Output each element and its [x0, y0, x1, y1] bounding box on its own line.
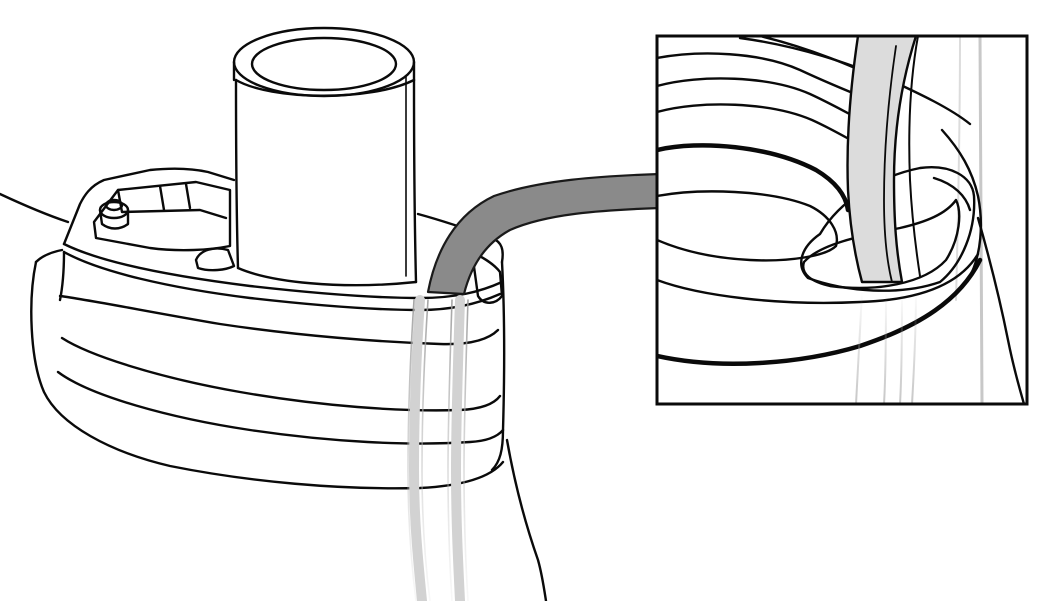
body-sleeve-left — [505, 438, 548, 601]
recess-slot — [158, 182, 192, 212]
detail-inset — [655, 34, 1029, 406]
housing-recess — [92, 180, 232, 252]
inset-cable — [846, 36, 921, 284]
inset-body-right — [976, 216, 1026, 404]
left-body-line — [0, 192, 70, 224]
base-outer-lower — [30, 260, 505, 490]
cylinder-canister — [232, 26, 418, 287]
latch-clip — [194, 247, 236, 272]
hose-channel-wall — [470, 250, 504, 304]
main-view — [0, 26, 548, 601]
cable-bundle-main — [407, 295, 469, 601]
inset-ridge-3 — [657, 103, 864, 148]
base-band-3 — [56, 370, 505, 445]
base-band-2 — [60, 336, 502, 412]
inset-background — [657, 36, 1027, 404]
inset-frame — [655, 34, 1029, 406]
base-band-top — [58, 250, 66, 302]
inset-rim-right-2 — [932, 176, 972, 212]
base-band-1 — [58, 294, 500, 346]
inset-cable-tails — [855, 289, 917, 404]
inset-rim-outer-right — [940, 128, 983, 274]
screw-post — [98, 198, 130, 230]
inset-seal-ring — [657, 143, 851, 213]
housing-top-outline — [62, 167, 236, 246]
right-wall — [490, 260, 506, 472]
inset-ridge-1 — [657, 52, 872, 102]
housing-front-edge — [62, 242, 504, 300]
hose — [426, 172, 662, 296]
recess-inner-wall — [116, 188, 228, 220]
inset-bowl — [657, 190, 839, 262]
inset-rim-edge — [657, 252, 980, 305]
inset-ridge-2 — [657, 77, 868, 124]
base-outer-upper — [34, 248, 64, 264]
